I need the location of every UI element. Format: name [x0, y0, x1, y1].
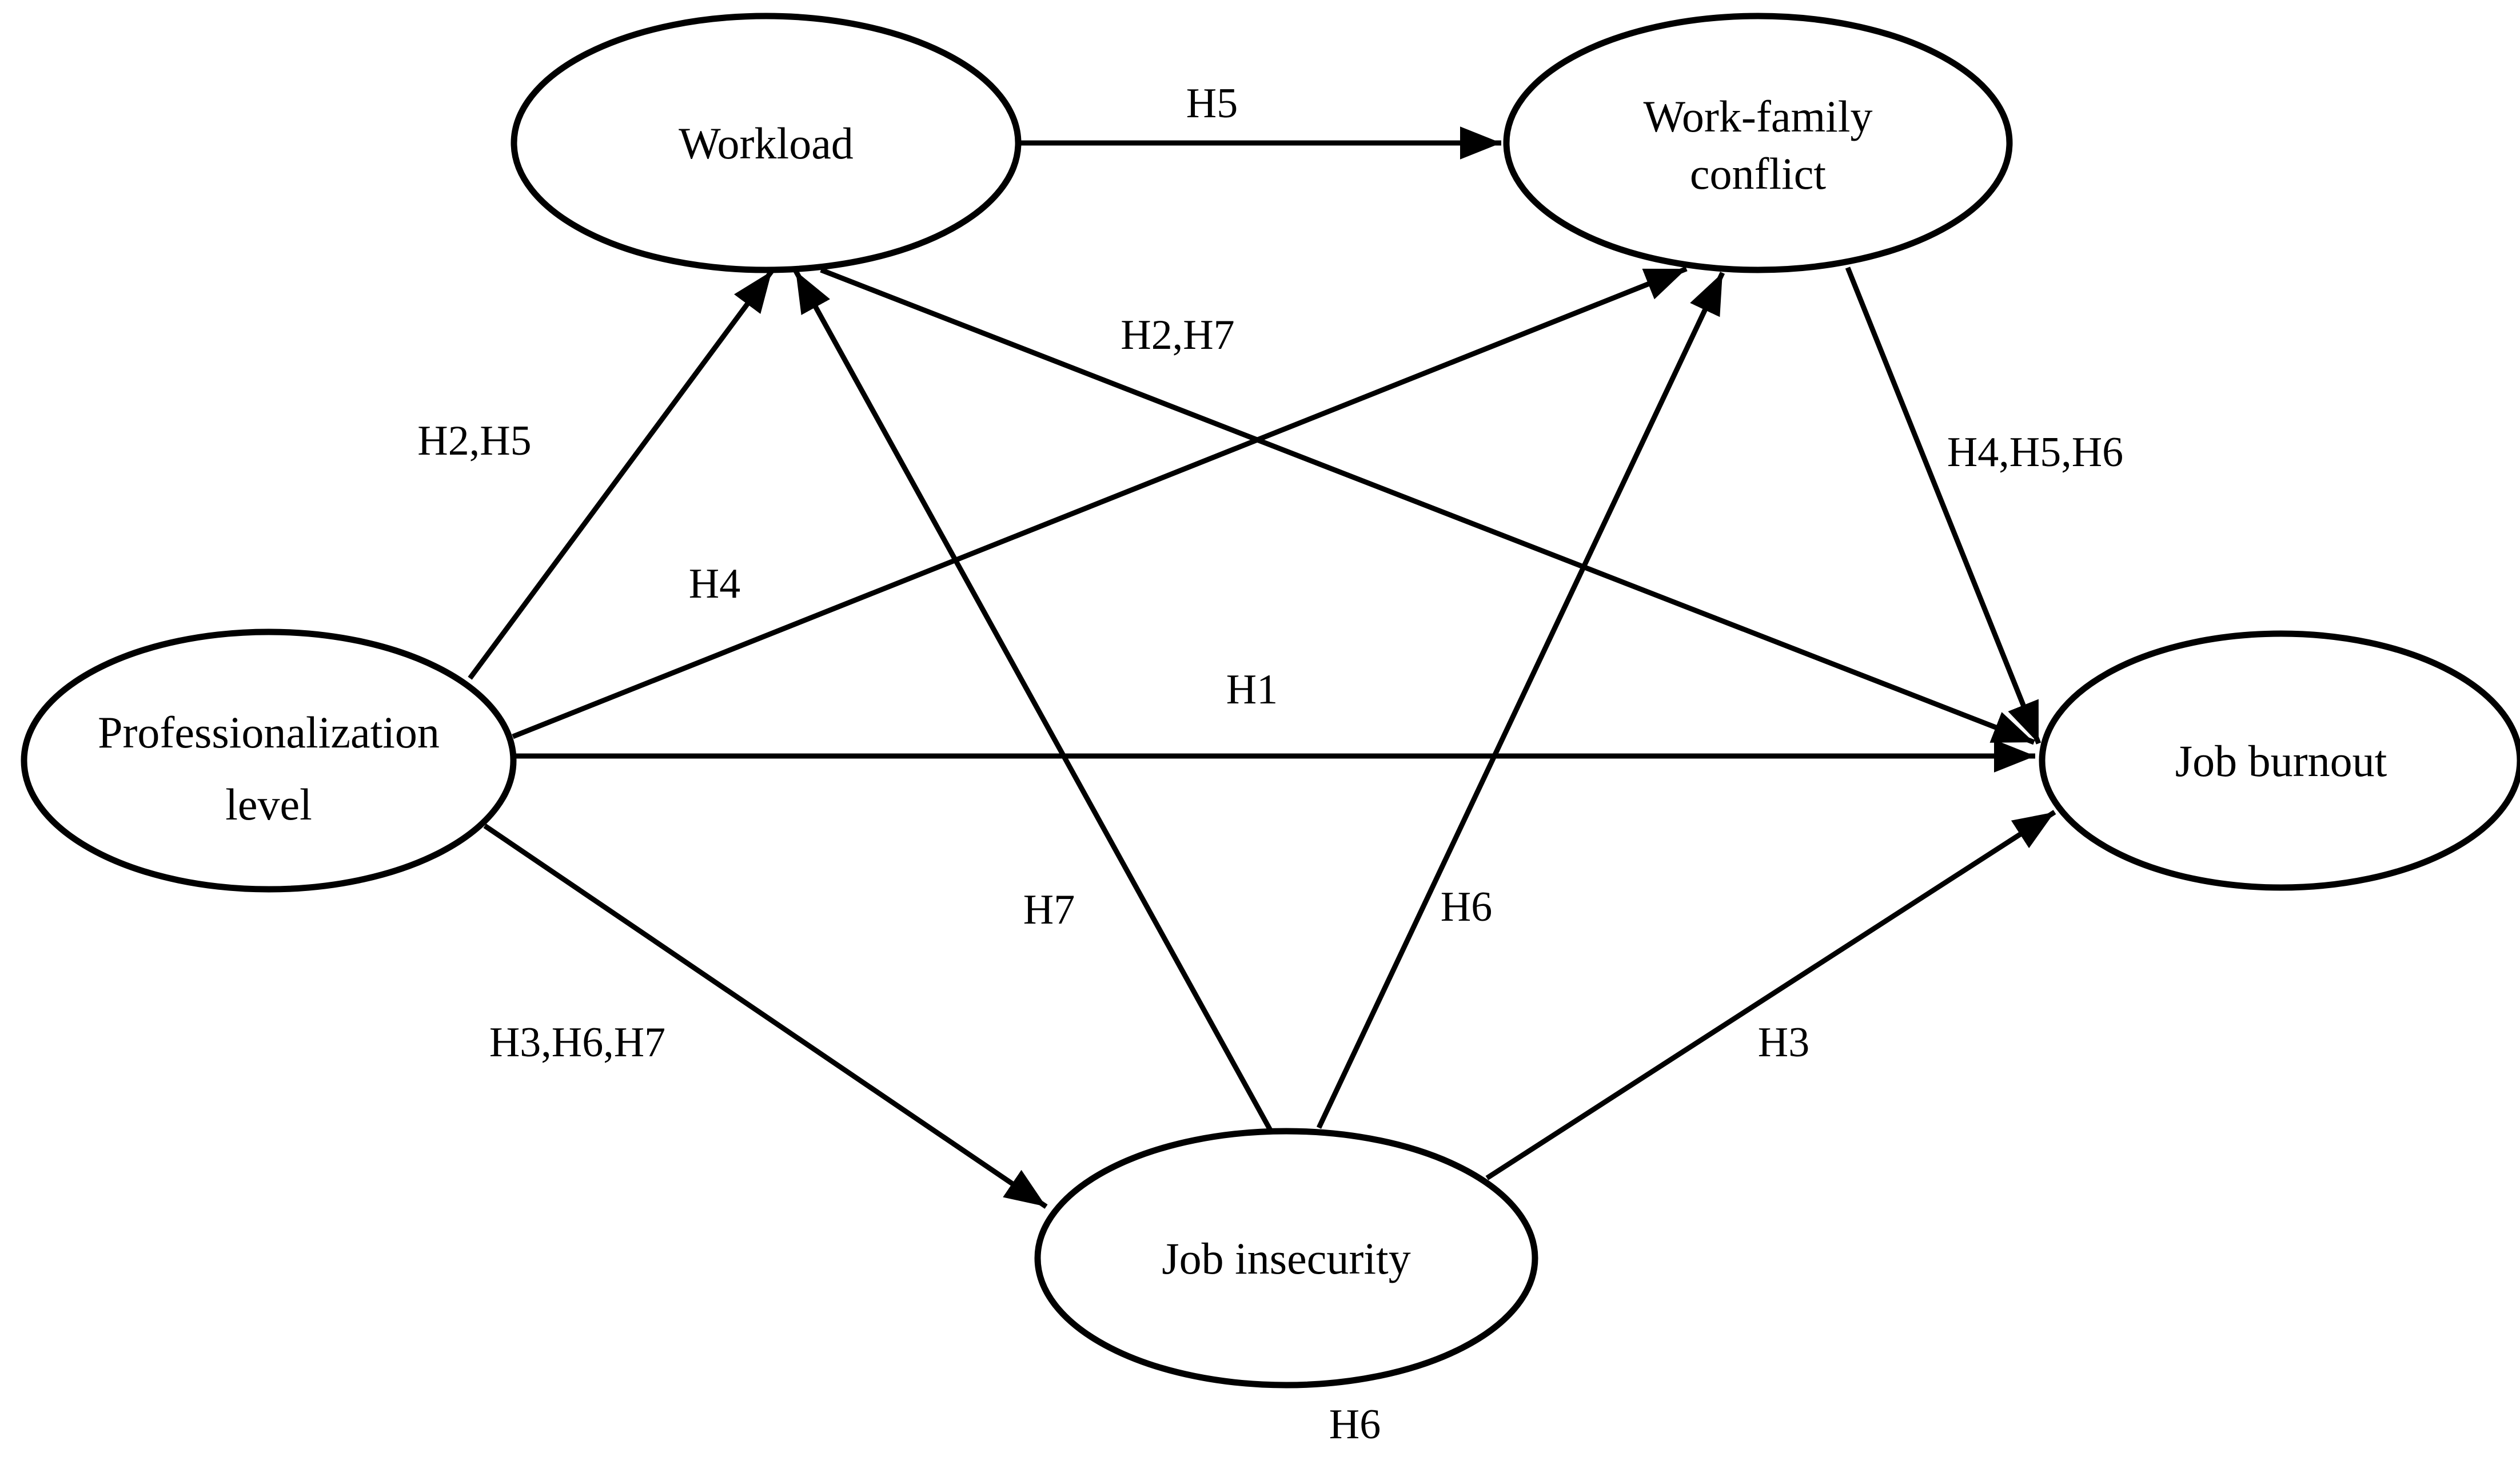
edge-label-h2h7: H2,H7 — [1121, 312, 1234, 359]
floating-label-h6-bottom: H6 — [1329, 1401, 1381, 1448]
node-workload-ellipse — [511, 13, 1022, 273]
edge-jobinsecurity-to-workfamilyconflict — [1316, 272, 1725, 1129]
edge-workload-to-jobburnout — [820, 267, 2035, 745]
edge-professionalization-to-jobinsecurity — [483, 824, 1048, 1209]
edge-jobinsecurity-to-workload — [794, 269, 1273, 1132]
edge-label-h3: H3 — [1758, 1019, 1809, 1066]
edge-label-h5: H5 — [1186, 80, 1238, 127]
node-professionalization-label-line1: Professionalization — [98, 707, 440, 757]
edge-label-h7: H7 — [1023, 886, 1075, 933]
edge-professionalization-to-workload — [468, 269, 774, 680]
edge-layer — [468, 126, 2056, 1209]
node-workfamilyconflict-label-line1: Work-family — [1644, 92, 1873, 141]
node-workfamilyconflict-ellipse — [1503, 13, 2013, 273]
edge-label-h3h6h7: H3,H6,H7 — [489, 1019, 665, 1066]
edge-label-h2h5: H2,H5 — [417, 417, 531, 464]
edge-workfamilyconflict-to-jobburnout — [1845, 266, 2041, 745]
node-workload-label: Workload — [679, 118, 854, 168]
edge-professionalization-to-workfamilyconflict — [512, 266, 1688, 739]
node-jobburnout-ellipse — [2039, 630, 2520, 891]
edge-label-h6-mid: H6 — [1441, 884, 1492, 930]
node-workfamilyconflict-label-line2: conflict — [1690, 149, 1827, 198]
node-jobinsecurity-ellipse — [1034, 1128, 1538, 1389]
node-jobburnout-label: Job burnout — [2175, 736, 2387, 786]
node-layer — [21, 13, 2520, 1389]
node-professionalization-label-line2: level — [225, 779, 312, 829]
node-label-layer: Workload Work-family conflict Profession… — [98, 92, 2387, 1283]
edge-label-layer: H2,H5 H4 H1 H3,H6,H7 H5 H2,H7 H7 H6 H3 H… — [417, 80, 2123, 1448]
edge-label-h4: H4 — [689, 560, 740, 607]
edge-jobinsecurity-to-jobburnout — [1485, 810, 2056, 1180]
node-professionalization-ellipse — [21, 628, 517, 893]
node-jobinsecurity-label: Job insecurity — [1162, 1234, 1410, 1283]
edge-label-h4h5h6: H4,H5,H6 — [1947, 429, 2123, 476]
edge-label-h1: H1 — [1226, 666, 1278, 713]
